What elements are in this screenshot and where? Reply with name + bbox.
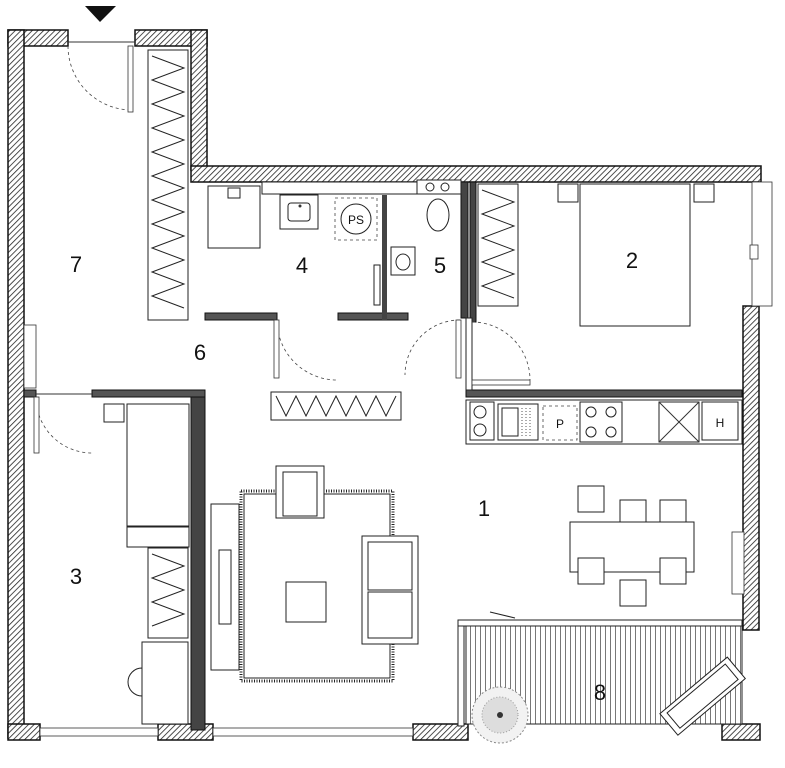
dining-set (569, 485, 695, 607)
room-label-4: 4 (296, 253, 308, 278)
entrance-arrow-icon (85, 6, 116, 22)
balcony (457, 619, 747, 744)
room-label-5: 5 (434, 253, 446, 278)
room-labels: 1 2 3 4 5 6 7 8 (70, 248, 638, 705)
bathroom-5-fixtures (390, 179, 462, 276)
fixture-label-ps: PS (348, 213, 364, 227)
fixture-label-h: H (716, 416, 725, 430)
fixture-label-p: P (556, 417, 564, 431)
room-label-6: 6 (194, 340, 206, 365)
living-area (210, 465, 419, 683)
room-label-3: 3 (70, 564, 82, 589)
sun-lounger (659, 656, 747, 736)
potted-tree-icon (471, 686, 529, 744)
room-label-7: 7 (70, 252, 82, 277)
wardrobe-room-3 (147, 547, 189, 639)
bathroom-4-fixtures: PS (207, 185, 381, 306)
wardrobe-corridor (147, 49, 189, 321)
windows (23, 181, 773, 737)
shoe-cabinet (270, 391, 402, 421)
wardrobe-room-2 (477, 183, 519, 307)
room-label-1: 1 (478, 496, 490, 521)
room-label-8: 8 (594, 680, 606, 705)
double-bed (557, 183, 759, 327)
room-3-furniture (103, 403, 190, 725)
interior-walls (23, 181, 743, 731)
kitchen-counter: P H (465, 399, 743, 445)
room-label-2: 2 (626, 248, 638, 273)
doors (33, 41, 531, 619)
